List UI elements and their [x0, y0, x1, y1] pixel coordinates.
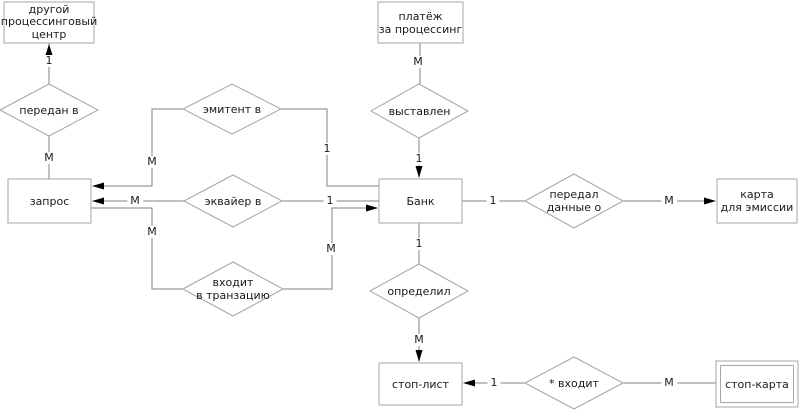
entity-emission-card-box	[716, 178, 798, 224]
cardinality-peredal-bank: 1	[486, 195, 500, 207]
cardinality-vystavlen-payment: М	[410, 56, 426, 68]
entity-stop-card[interactable]: стоп-карта	[716, 361, 798, 407]
entity-request[interactable]: запрос	[8, 179, 91, 223]
relationship-vkhodit[interactable]: * входит	[525, 357, 623, 409]
cardinality-peredan-v-center: 1	[42, 55, 56, 67]
relationship-emitent-v-diamond	[181, 83, 283, 135]
arrow-down-into-bank-vystavlen-icon	[415, 166, 423, 178]
cardinality-tranzatsiya-request: М	[144, 226, 160, 238]
entity-other-center-box	[3, 1, 95, 44]
cardinality-ekvayer-v-bank: 1	[323, 195, 337, 207]
relationship-vystavlen-label: выставлен	[388, 104, 451, 118]
cardinality-emitent-v-request: М	[144, 156, 160, 168]
entity-payment-box	[377, 1, 464, 44]
entity-other-center[interactable]: другой процессинговый центр	[0, 2, 98, 43]
entity-stop-list-box	[378, 362, 463, 406]
cardinality-tranzatsiya-bank: М	[323, 243, 339, 255]
relationship-peredal-label-line2: данные о	[546, 201, 602, 214]
arrowheads	[45, 44, 716, 387]
relationship-ekvayer-v-diamond	[182, 174, 284, 228]
relationship-peredal[interactable]: передал данные о	[525, 174, 623, 228]
entity-other-center-label-line3: центр	[31, 27, 67, 41]
relationship-peredan-v-label: передан в	[19, 103, 79, 117]
arrow-up-into-other-center-icon	[45, 44, 53, 55]
entity-stop-card-label: стоп-карта	[725, 377, 789, 391]
relationship-emitent-v[interactable]: эмитент в	[183, 84, 281, 134]
relationship-opredelil-diamond	[368, 263, 470, 319]
entity-emission-card[interactable]: карта для эмиссии	[717, 179, 797, 223]
relationship-peredan-v-diamond	[0, 83, 100, 137]
relationship-peredal-diamond	[523, 173, 625, 229]
cardinality-peredal-card: М	[661, 195, 677, 207]
entity-payment-label-line2: за процессинг	[378, 22, 463, 36]
relationship-ekvayer-v-label: эквайер в	[204, 194, 262, 208]
entity-other-center-label-line2: процессинговый	[0, 15, 98, 29]
relationship-vystavlen-diamond	[369, 83, 470, 139]
connector-tranzatsiya-to-request	[91, 207, 183, 290]
entity-bank-box	[378, 178, 463, 224]
relationship-shapes	[0, 83, 625, 410]
connector-emitent-v-to-request	[93, 108, 183, 187]
cardinality-vystavlen-bank: 1	[412, 153, 426, 165]
entity-bank-label: Банк	[406, 194, 435, 208]
arrow-right-into-emission-card-icon	[704, 197, 716, 205]
relationship-ekvayer-v[interactable]: эквайер в	[184, 175, 282, 227]
arrow-left-into-request-ekvayer-icon	[92, 197, 104, 205]
entity-bank[interactable]: Банк	[379, 179, 462, 223]
entity-shapes	[3, 1, 799, 408]
relationship-peredan-v[interactable]: передан в	[0, 84, 98, 136]
entity-payment[interactable]: платёж за процессинг	[378, 2, 463, 43]
entity-request-label: запрос	[29, 194, 70, 208]
entity-stop-list[interactable]: стоп-лист	[379, 363, 462, 405]
relationship-peredal-label-line1: передал	[549, 188, 599, 201]
entity-stop-card-inner-box	[720, 365, 794, 403]
relationship-tranzatsiya-label-line2: в транзацию	[196, 289, 270, 302]
cardinality-vkhodit-stop-card: М	[661, 377, 677, 389]
relationship-tranzatsiya-label-line1: входит	[212, 276, 254, 289]
entity-other-center-label-line1: другой	[28, 2, 70, 16]
relationship-vkhodit-diamond	[523, 356, 625, 410]
entity-emission-card-label-line1: карта	[740, 188, 774, 201]
arrow-left-into-request-emitent-icon	[92, 182, 104, 190]
relationship-opredelil[interactable]: определил	[370, 264, 468, 318]
relationship-tranzatsiya[interactable]: входит в транзацию	[183, 262, 283, 316]
relationship-tranzatsiya-diamond	[181, 261, 285, 317]
relationship-vkhodit-label: * входит	[549, 376, 599, 390]
cardinality-opredelil-stop-list: М	[411, 334, 427, 346]
relationship-emitent-v-label: эмитент в	[202, 102, 262, 116]
cardinality-vkhodit-stop-list: 1	[487, 377, 501, 389]
entity-payment-label-line1: платёж	[398, 9, 443, 23]
entity-request-box	[7, 178, 92, 224]
cardinality-ekvayer-v-request: М	[127, 195, 143, 207]
relationship-opredelil-label: определил	[387, 284, 451, 298]
arrow-down-into-stop-list-icon	[415, 350, 423, 362]
arrow-left-into-stop-list-icon	[463, 379, 475, 387]
relationship-vystavlen[interactable]: выставлен	[371, 84, 468, 138]
cardinality-opredelil-bank: 1	[412, 238, 426, 250]
cardinality-emitent-v-bank: 1	[320, 143, 334, 155]
cardinality-peredan-v-request: М	[41, 152, 57, 164]
entity-stop-list-label: стоп-лист	[392, 377, 449, 391]
arrow-right-into-bank-tranzatsiya-icon	[366, 204, 378, 212]
entity-emission-card-label-line2: для эмиссии	[720, 201, 794, 214]
